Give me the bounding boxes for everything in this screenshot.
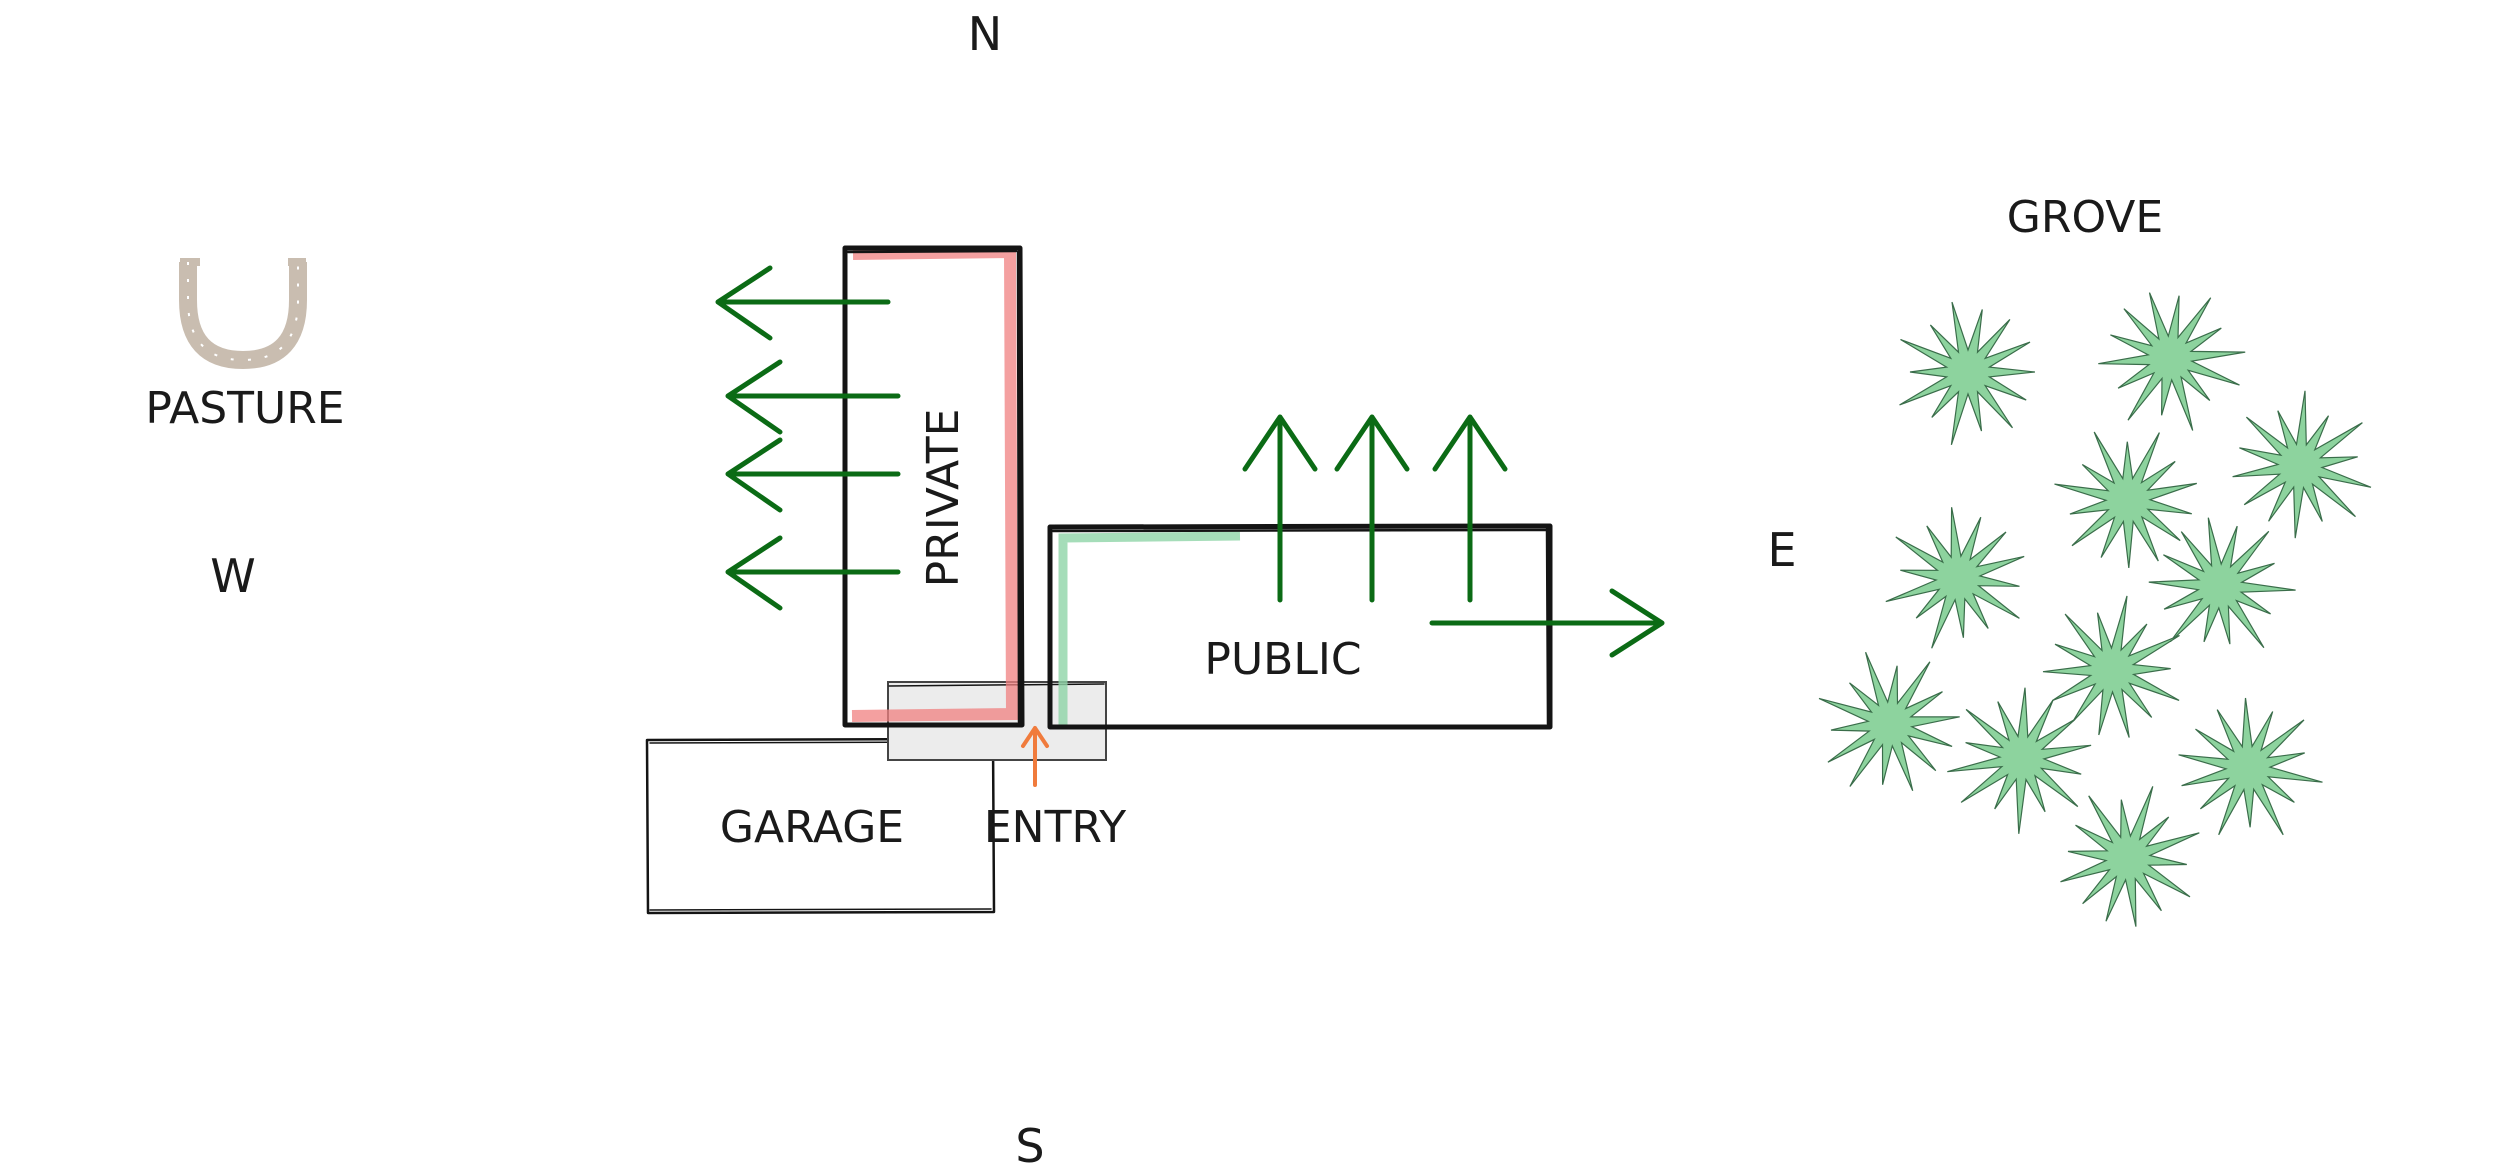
view-arrow-north-3 [1432, 414, 1508, 603]
tree-icon [1818, 651, 1960, 792]
tree-icon [2042, 595, 2180, 738]
tree-icon [2148, 517, 2296, 649]
horseshoe-icon [179, 258, 307, 370]
tree-icon [2178, 697, 2323, 836]
compass-east: E [1767, 523, 1796, 577]
tree-icon [1947, 687, 2092, 834]
compass-west: W [210, 549, 255, 603]
tree-icon [2060, 786, 2200, 927]
public-label: PUBLIC [1204, 634, 1361, 685]
entry-arrow [1021, 726, 1049, 787]
tree-icon [1885, 507, 2025, 649]
view-arrow-east [1429, 588, 1665, 658]
grove-label: GROVE [2007, 192, 2163, 243]
tree-icon [2232, 390, 2372, 539]
tree-icon [1899, 301, 2035, 445]
compass-north: N [968, 7, 1002, 61]
private-block [842, 245, 1025, 728]
view-arrow-west-2 [725, 359, 901, 435]
public-block [1047, 523, 1553, 730]
garage-label: GARAGE [720, 802, 904, 853]
view-arrow-north-1 [1242, 414, 1318, 603]
entry-label: ENTRY [984, 802, 1126, 853]
view-arrow-west-3 [725, 437, 901, 513]
private-label: PRIVATE [918, 409, 969, 588]
tree-icon [2054, 431, 2197, 568]
view-arrow-west-1 [715, 265, 891, 341]
grove-trees [1818, 292, 2372, 927]
compass-south: S [1015, 1119, 1044, 1173]
pasture-label: PASTURE [145, 383, 344, 434]
tree-icon [2098, 292, 2246, 431]
view-arrow-north-2 [1334, 414, 1410, 603]
view-arrow-west-4 [725, 535, 901, 611]
